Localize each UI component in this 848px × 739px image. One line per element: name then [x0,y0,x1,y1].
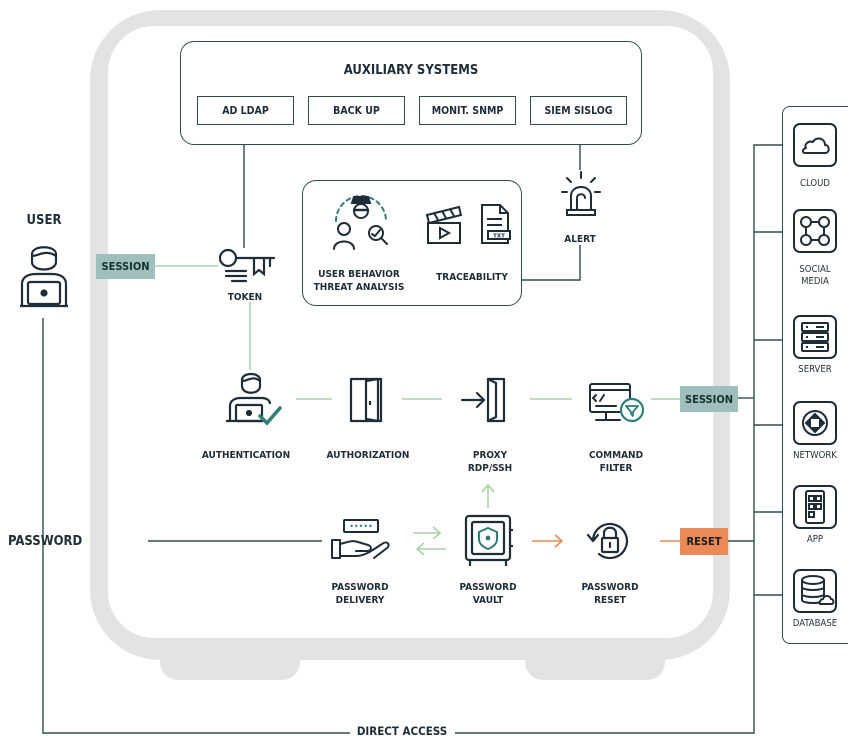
password-vault-line1: PASSWORD [459,582,517,593]
password-vault-label: PASSWORD VAULT [438,581,538,607]
proxy-login-icon [460,377,506,423]
password-delivery-line2: DELIVERY [335,595,385,606]
proxy-line2: RDP/SSH [467,463,513,474]
server-icon [793,315,837,359]
targets-panel [782,106,848,644]
command-filter-icon [589,383,645,423]
target-social-media-label: SOCIAL MEDIA [780,264,848,288]
aux-system-backup: BACK UP [308,96,405,125]
social-media-icon [793,209,837,253]
password-reset-line1: PASSWORD [581,582,639,593]
auxiliary-systems-title: AUXILIARY SYSTEMS [343,63,479,78]
social-line1: SOCIAL [799,264,831,275]
cloud-icon [793,123,837,167]
traceability-label: TRACEABILITY [436,272,508,283]
user-behavior-line1: USER BEHAVIOR [318,269,400,280]
password-reset-icon [586,522,628,560]
network-icon [793,401,837,445]
user-label: USER [26,213,62,228]
alert-siren-icon [561,171,601,216]
password-delivery-line1: PASSWORD [331,582,389,593]
target-server-label: SERVER [798,364,832,375]
password-delivery-icon: ••••• [331,519,390,559]
target-cloud-label: CLOUD [800,178,830,189]
reset-tag: RESET [680,528,728,555]
traceability-document-icon: TXT [481,204,511,244]
database-icon [793,569,837,613]
app-icon [793,485,837,529]
password-vault-icon [464,514,513,566]
target-network-label: NETWORK [793,450,837,461]
password-reset-line2: RESET [594,595,626,606]
direct-access-label: DIRECT ACCESS [356,724,448,738]
user-behavior-label: USER BEHAVIOR THREAT ANALYSIS [300,268,418,294]
authentication-label: AUTHENTICATION [201,450,291,461]
token-key-icon [218,248,276,283]
password-delivery-label: PASSWORD DELIVERY [310,581,410,607]
user-behavior-line2: THREAT ANALYSIS [313,282,405,293]
target-app-label: APP [806,534,824,545]
session-tag-left: SESSION [96,254,155,279]
command-filter-line2: FILTER [599,463,633,474]
auxiliary-systems-panel [180,41,642,145]
target-database-label: DATABASE [792,618,838,629]
password-dots: ••••• [349,522,373,531]
password-reset-label: PASSWORD RESET [560,581,660,607]
user-behavior-icon [333,195,388,250]
authentication-icon [226,372,282,426]
password-label: PASSWORD [8,534,83,549]
aux-system-ad-ldap: AD LDAP [197,96,294,125]
alert-label: ALERT [564,234,596,245]
proxy-label: PROXY RDP/SSH [440,449,540,475]
command-filter-label: COMMAND FILTER [566,449,666,475]
aux-system-monit-snmp: MONIT. SNMP [419,96,516,125]
authorization-label: AUTHORIZATION [326,450,410,461]
command-filter-line1: COMMAND [588,450,644,461]
token-label: TOKEN [227,292,263,303]
txt-label: TXT [493,234,505,240]
traceability-video-icon [425,205,463,244]
session-tag-right: SESSION [680,386,738,412]
aux-system-siem-sislog: SIEM SISLOG [530,96,627,125]
authorization-door-icon [349,377,383,423]
password-vault-line2: VAULT [472,595,504,606]
social-line2: MEDIA [801,276,829,287]
proxy-line1: PROXY [472,450,508,461]
user-laptop-icon [20,246,68,308]
